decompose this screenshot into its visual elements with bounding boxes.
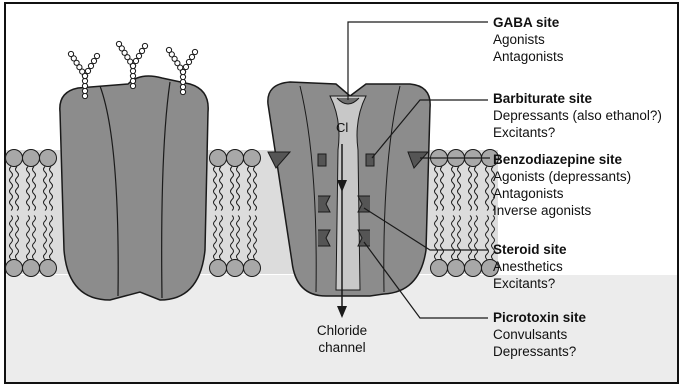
picrotoxin-site-item-1: Convulsants — [493, 326, 586, 343]
chloride-channel-label: Chloride channel — [302, 322, 382, 356]
inner-lipid-head — [227, 260, 244, 277]
sugar-bead — [130, 78, 135, 83]
picrotoxin-site-label: Picrotoxin site Convulsants Depressants? — [493, 309, 586, 360]
picrotoxin-site-title: Picrotoxin site — [493, 309, 586, 326]
sugar-bead — [180, 89, 185, 94]
inner-lipid-head — [23, 260, 40, 277]
picrotoxin-site-item-2: Depressants? — [493, 343, 586, 360]
sugar-bead — [186, 59, 191, 64]
barbiturate-site-title: Barbiturate site — [493, 90, 662, 107]
benzodiazepine-site-label: Benzodiazepine site Agonists (depressant… — [493, 151, 631, 219]
inner-lipid-head — [448, 260, 465, 277]
gaba-site-title: GABA site — [493, 14, 564, 31]
inner-lipid-head — [40, 260, 57, 277]
barbiturate-site-label: Barbiturate site Depressants (also ethan… — [493, 90, 662, 141]
sugar-bead — [130, 83, 135, 88]
channel-label-line-2: channel — [318, 340, 365, 355]
sugar-bead — [130, 68, 135, 73]
sugar-bead — [130, 63, 135, 68]
sugar-bead — [130, 73, 135, 78]
steroid-site-item-1: Anesthetics — [493, 258, 567, 275]
outer-lipid-head — [6, 150, 23, 167]
sugar-bead — [82, 73, 87, 78]
chloride-ion-label: Cl — [336, 120, 348, 135]
sugar-bead — [88, 63, 93, 68]
sugar-bead — [94, 53, 99, 58]
barbiturate-site-item-2: Excitants? — [493, 124, 662, 141]
gaba-site-item-2: Antagonists — [493, 48, 564, 65]
inner-lipid-head — [465, 260, 482, 277]
outer-lipid-head — [40, 150, 57, 167]
sugar-bead — [82, 93, 87, 98]
inner-lipid-head — [6, 260, 23, 277]
outer-lipid-head — [227, 150, 244, 167]
sugar-bead — [180, 74, 185, 79]
steroid-site-label: Steroid site Anesthetics Excitants? — [493, 241, 567, 292]
steroid-site-item-2: Excitants? — [493, 275, 567, 292]
sugar-bead — [82, 88, 87, 93]
sugar-bead — [166, 47, 171, 52]
benzodiazepine-site-title: Benzodiazepine site — [493, 151, 631, 168]
barbiturate-site-item-1: Depressants (also ethanol?) — [493, 107, 662, 124]
sugar-bead — [183, 64, 188, 69]
benzodiazepine-site-item-3: Inverse agonists — [493, 202, 631, 219]
steroid-site-title: Steroid site — [493, 241, 567, 258]
benzodiazepine-site-item-1: Agonists (depressants) — [493, 168, 631, 185]
left-receptor-protein — [60, 41, 208, 300]
sugar-bead — [180, 79, 185, 84]
sugar-bead — [139, 48, 144, 53]
sugar-bead — [82, 83, 87, 88]
inner-lipid-head — [431, 260, 448, 277]
sugar-bead — [180, 69, 185, 74]
sugar-bead — [82, 78, 87, 83]
sugar-bead — [189, 54, 194, 59]
benzodiazepine-site-item-2: Antagonists — [493, 185, 631, 202]
sugar-bead — [85, 68, 90, 73]
sugar-bead — [180, 84, 185, 89]
gaba-site-item-1: Agonists — [493, 31, 564, 48]
sugar-bead — [116, 41, 121, 46]
outer-lipid-head — [244, 150, 261, 167]
sugar-bead — [192, 49, 197, 54]
inner-lipid-head — [210, 260, 227, 277]
gaba-site-label: GABA site Agonists Antagonists — [493, 14, 564, 65]
sugar-bead — [142, 43, 147, 48]
sugar-bead — [133, 58, 138, 63]
channel-label-line-1: Chloride — [317, 323, 367, 338]
sugar-bead — [68, 51, 73, 56]
outer-lipid-head — [23, 150, 40, 167]
sugar-bead — [136, 53, 141, 58]
outer-lipid-head — [210, 150, 227, 167]
sugar-bead — [91, 58, 96, 63]
inner-lipid-head — [244, 260, 261, 277]
